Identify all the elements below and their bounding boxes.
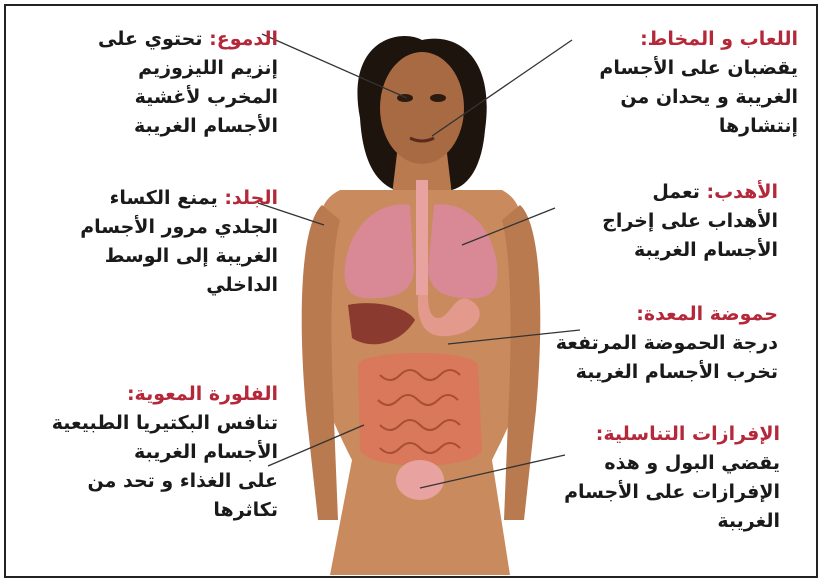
skin-body: الجلدي مرور الأجسام الغريبة إلى الوسط ال… — [38, 213, 278, 300]
flora-body: تنافس البكتيريا الطبيعية الأجسام الغريبة… — [28, 409, 278, 525]
right-eye — [430, 94, 446, 102]
stomach-body: درجة الحموضة المرتفعة تخرب الأجسام الغري… — [540, 329, 778, 387]
bladder — [396, 460, 444, 500]
genital-body: يقضي البول و هذه الإفرازات على الأجسام ا… — [548, 449, 780, 536]
annotation-stomach: حموضة المعدة: درجة الحموضة المرتفعة تخرب… — [540, 300, 778, 387]
annotation-saliva: اللعاب و المخاط: يقضبان على الأجسام الغر… — [568, 25, 798, 141]
annotation-lashes: الأهدب: تعمل الأهداب على إخراج الأجسام ا… — [560, 178, 778, 265]
tears-body: إنزيم الليزوزيم المخرب لأغشية الأجسام ال… — [40, 54, 278, 141]
tears-title: الدموع: — [209, 28, 278, 50]
annotation-genital: الإفرازات التناسلية: يقضي البول و هذه ال… — [548, 420, 780, 536]
saliva-title: اللعاب و المخاط: — [640, 28, 798, 50]
lashes-first-line: تعمل — [652, 181, 706, 203]
stomach-title: حموضة المعدة: — [636, 303, 778, 325]
annotation-tears: الدموع: تحتوي على إنزيم الليزوزيم المخرب… — [40, 25, 278, 141]
face — [380, 52, 464, 164]
annotation-skin: الجلد: يمنع الكساء الجلدي مرور الأجسام ا… — [38, 184, 278, 300]
skin-title: الجلد: — [224, 187, 278, 209]
saliva-body: يقضبان على الأجسام الغريبة و يحدان من إن… — [568, 54, 798, 141]
lashes-title: الأهدب: — [706, 181, 778, 203]
lashes-body: الأهداب على إخراج الأجسام الغريبة — [560, 207, 778, 265]
genital-title: الإفرازات التناسلية: — [596, 423, 780, 445]
tears-first-line: تحتوي على — [98, 28, 209, 50]
flora-title: الفلورة المعوية: — [127, 383, 278, 405]
skin-first-line: يمنع الكساء — [110, 187, 225, 209]
annotation-flora: الفلورة المعوية: تنافس البكتيريا الطبيعي… — [28, 380, 278, 525]
trachea — [416, 180, 428, 295]
